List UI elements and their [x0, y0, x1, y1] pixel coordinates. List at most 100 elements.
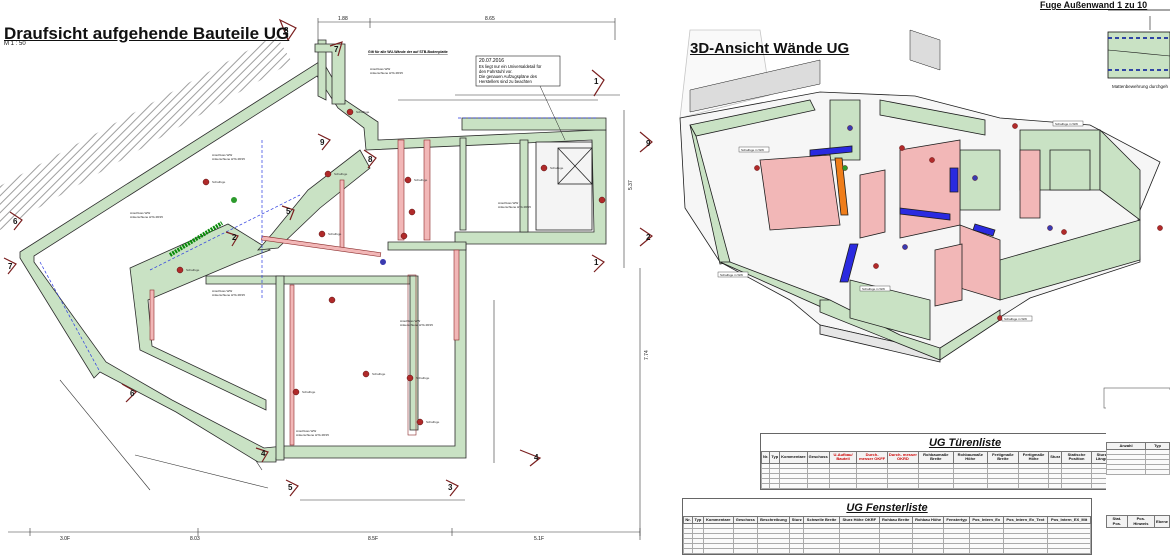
- svg-text:Schalfuge in WW: Schalfuge in WW: [1004, 317, 1027, 321]
- svg-text:8.65: 8.65: [485, 16, 495, 22]
- door-table-header: Rohbaumaße Breite: [917, 451, 954, 464]
- door-table-cell: [760, 482, 771, 489]
- door-table-cell: [806, 482, 830, 489]
- svg-text:5: 5: [286, 207, 291, 216]
- section-marker-7-top: 7: [329, 41, 343, 57]
- section-marker-4-right: 4: [519, 449, 542, 467]
- window-table-header: Schwelle Breite: [803, 515, 840, 525]
- side-table-cell: [1105, 469, 1147, 476]
- svg-text:8.03: 8.03: [190, 536, 200, 542]
- green-opening: [168, 221, 224, 257]
- svg-text:Ankerschiene HTA 28/15: Ankerschiene HTA 28/15: [370, 71, 403, 75]
- window-table-header: Sturz: [789, 515, 805, 525]
- svg-text:7.74: 7.74: [644, 350, 650, 360]
- window-table-header: Pos_Intern_Ex_Text: [1002, 515, 1049, 525]
- svg-text:2: 2: [646, 233, 651, 242]
- svg-text:Anschluss WW: Anschluss WW: [130, 211, 150, 215]
- side-table-cell: [1145, 469, 1170, 476]
- door-table-cell: [986, 482, 1019, 489]
- section-marker-6-mid: 6: [121, 383, 137, 403]
- section-marker-8-mid: 8: [363, 149, 377, 169]
- svg-text:Schalfuge: Schalfuge: [328, 232, 342, 236]
- svg-text:Ankerschiene HTA 28/15: Ankerschiene HTA 28/15: [130, 215, 163, 219]
- svg-text:7: 7: [8, 262, 13, 271]
- svg-text:Ankerschiene HTA 28/15: Ankerschiene HTA 28/15: [212, 293, 245, 297]
- blue-guides: [39, 117, 598, 373]
- section-marker-1-right: 1: [591, 69, 605, 97]
- svg-text:Anschluss WW: Anschluss WW: [296, 429, 316, 433]
- note-line-2: den Fahrstuhl vor.: [479, 69, 513, 74]
- window-table-row: [682, 538, 1091, 545]
- window-table-header: Pos_Intern_EX_Mit: [1047, 515, 1091, 525]
- svg-text:2: 2: [232, 233, 237, 242]
- door-table-header: Durch- messer OKRD: [886, 451, 919, 464]
- note-line-4: Herstellers sind zu beachten: [479, 79, 533, 84]
- door-table-cell: [769, 482, 781, 489]
- svg-text:Schalfuge: Schalfuge: [426, 420, 440, 424]
- svg-text:Schalfuge in WW: Schalfuge in WW: [862, 287, 885, 291]
- top-note: Gilt für alle WU-Wände der auf STB-Boden…: [368, 50, 448, 54]
- plan-scale: M 1 : 50: [4, 41, 26, 47]
- svg-text:6: 6: [130, 389, 135, 398]
- section-marker-2-mid: 2: [225, 231, 239, 247]
- door-table-cell: [1061, 482, 1092, 489]
- section-marker-2-right: 2: [639, 227, 654, 247]
- elevator-shaft: [535, 141, 593, 231]
- door-table-header: Typ: [769, 451, 781, 464]
- svg-text:Ankerschiene HTA 28/15: Ankerschiene HTA 28/15: [498, 205, 531, 209]
- svg-text:1.88: 1.88: [338, 16, 348, 22]
- section-markers: 8 7 1 9 2 1 9 8 5 2 6 7 6 4 5 3 4: [3, 18, 654, 497]
- blue-markers: [231, 197, 386, 265]
- side-footer-header: Stat. Pos.: [1106, 515, 1128, 529]
- svg-text:5: 5: [288, 483, 293, 492]
- door-table-header: Sturz: [1048, 451, 1063, 464]
- window-table-header: Rohbau Höhe: [911, 515, 945, 525]
- svg-text:Anschluss WW: Anschluss WW: [212, 153, 232, 157]
- section-marker-7-left: 7: [3, 257, 17, 275]
- door-table-header: Statische Position: [1061, 451, 1092, 464]
- section-marker-6-left: 6: [9, 211, 23, 231]
- plan-title: Draufsicht aufgehende Bauteile UG: [4, 24, 290, 43]
- section-marker-8-top: 8: [278, 18, 297, 42]
- door-table-cell: [1017, 482, 1050, 489]
- svg-text:1: 1: [594, 77, 599, 86]
- svg-text:Schalfuge: Schalfuge: [372, 372, 386, 376]
- svg-text:8.5F: 8.5F: [368, 536, 378, 542]
- svg-text:Anschluss WW: Anschluss WW: [400, 319, 420, 323]
- elevator-note: 20.07.2016 Es liegt nur ein Universaldet…: [475, 55, 566, 141]
- window-table-header: Fenstertyp: [943, 515, 970, 525]
- section-marker-9: 9: [639, 131, 653, 153]
- window-table-header: Sturz Höhe OKRF: [838, 515, 880, 525]
- side-footer-header: Ebene: [1153, 515, 1170, 529]
- svg-text:Schalfuge: Schalfuge: [550, 166, 564, 170]
- door-table-cell: [828, 482, 858, 489]
- door-table-header: Fertigmaße Höhe: [1017, 451, 1050, 464]
- door-table-cell: [779, 482, 808, 489]
- svg-text:1: 1: [594, 258, 599, 267]
- door-table-header: U-Aufbau/ Bauteil: [828, 451, 858, 464]
- svg-text:8: 8: [284, 26, 289, 35]
- door-table-header: Durch- messer OKFF: [856, 451, 888, 464]
- section-marker-1-mid: 1: [591, 254, 605, 273]
- svg-text:Anschluss WW: Anschluss WW: [212, 289, 232, 293]
- door-table-cell: [856, 482, 888, 489]
- svg-text:Ankerschiene HTA 28/15: Ankerschiene HTA 28/15: [296, 433, 329, 437]
- svg-text:Schalfuge in WW: Schalfuge in WW: [1055, 122, 1078, 126]
- door-table-cell: [917, 482, 954, 489]
- door-table-header: Rohbaumaße Höhe: [952, 451, 988, 464]
- door-table-header: Fertigmaße Breite: [986, 451, 1019, 464]
- svg-text:Schalfuge: Schalfuge: [416, 376, 430, 380]
- side-table-row: [1105, 469, 1170, 476]
- window-table-header: Kommentare: [702, 515, 734, 525]
- svg-text:Schalfuge: Schalfuge: [212, 180, 226, 184]
- svg-text:3.0F: 3.0F: [60, 536, 70, 542]
- view3d-model: [679, 29, 1161, 363]
- window-table-header: Rohbau Breite: [878, 515, 913, 525]
